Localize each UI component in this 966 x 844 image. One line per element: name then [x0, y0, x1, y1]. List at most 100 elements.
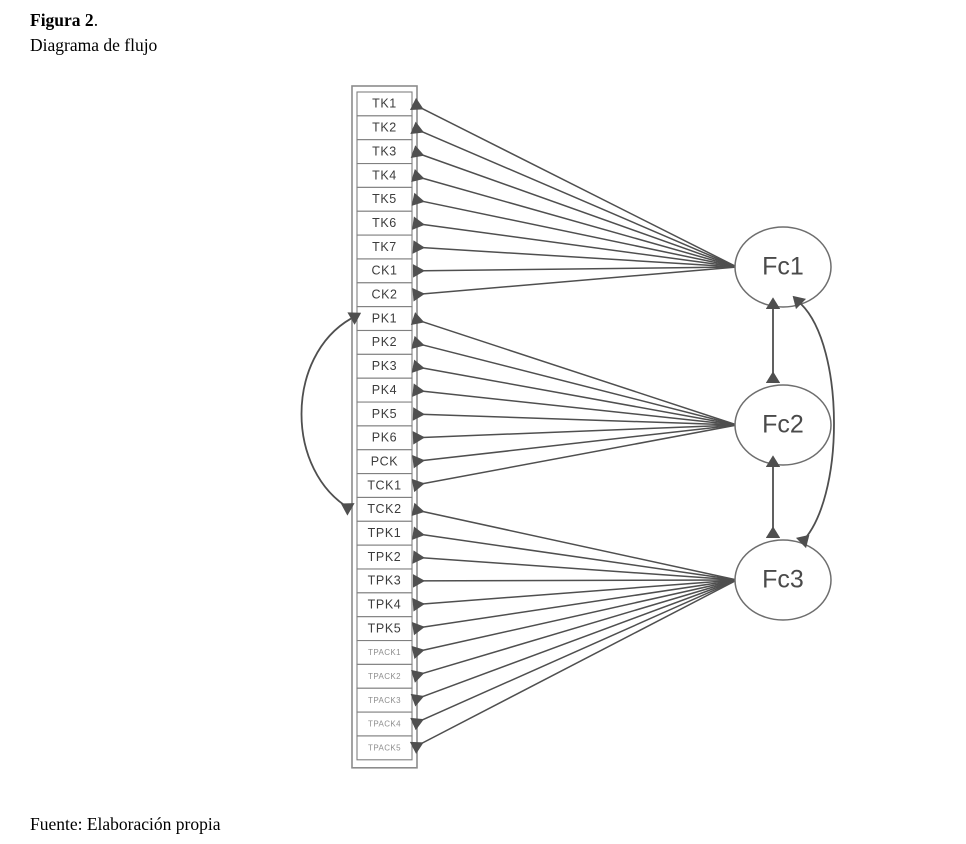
loading-arrow	[411, 335, 738, 426]
figure-caption-line: Figura 2.	[30, 8, 630, 33]
indicator-box[interactable]: TK5	[356, 186, 413, 212]
indicator-label: TK4	[372, 168, 397, 182]
indicator-box[interactable]: PK4	[356, 377, 413, 403]
indicator-label: TK3	[372, 144, 397, 158]
indicator-box[interactable]: CK2	[356, 282, 413, 308]
indicator-label: TPACK5	[368, 743, 401, 752]
loading-arrow	[411, 579, 738, 636]
loading-arrow	[411, 359, 738, 426]
figure-number-suffix: .	[93, 10, 99, 30]
indicator-label: TPACK1	[368, 648, 401, 657]
indicator-box[interactable]: TK1	[356, 91, 413, 117]
indicator-label: TPK5	[368, 621, 402, 635]
factor-node[interactable]: Fc3	[734, 539, 832, 621]
indicator-box[interactable]: CK1	[356, 258, 413, 284]
loading-arrow	[409, 97, 738, 268]
indicator-box[interactable]: TPACK1	[356, 639, 413, 665]
indicator-box[interactable]: PK1	[356, 306, 413, 332]
covariance-arrows	[300, 295, 835, 549]
indicator-box[interactable]: TPK5	[356, 616, 413, 642]
loading-arrow	[411, 579, 738, 660]
indicator-label: CK1	[371, 264, 397, 278]
indicator-label: TPK3	[368, 574, 402, 588]
indicator-box[interactable]: TCK2	[356, 496, 413, 522]
loading-arrow	[412, 407, 738, 426]
indicator-box[interactable]: PK5	[356, 401, 413, 427]
source-note: Fuente: Elaboración propia	[30, 814, 221, 834]
loading-arrow	[412, 216, 738, 268]
indicator-box[interactable]: TPK1	[356, 520, 413, 546]
factor-circle	[734, 539, 832, 621]
indicator-box[interactable]: TPACK3	[356, 687, 413, 713]
indicator-box[interactable]: PK3	[356, 353, 413, 379]
indicator-box[interactable]: TPK2	[356, 544, 413, 570]
loading-arrow	[412, 240, 738, 268]
indicator-label: TK5	[372, 192, 397, 206]
loading-arrow	[410, 579, 738, 731]
indicator-box[interactable]: TPK4	[356, 592, 413, 618]
factor-label: Fc1	[762, 253, 804, 281]
indicator-label: PK6	[372, 431, 397, 445]
loading-arrow	[411, 168, 738, 268]
indicator-box[interactable]: TK4	[356, 163, 413, 188]
factor-circle	[734, 226, 832, 308]
indicator-box-column: TK1TK2TK3TK4TK5TK6TK7CK1CK2PK1PK2PK3PK4P…	[351, 85, 418, 769]
indicator-label: PK4	[372, 383, 397, 397]
loading-arrow	[411, 579, 738, 683]
indicator-label: PK3	[372, 359, 397, 373]
indicator-box[interactable]: PK6	[356, 425, 413, 451]
factor-loading-arrows	[409, 97, 738, 754]
figure-title: Diagrama de flujo	[30, 35, 158, 55]
indicator-label: TCK1	[367, 478, 401, 492]
loading-arrow	[412, 526, 738, 581]
indicator-label: TPK4	[368, 598, 402, 612]
indicator-label: CK2	[371, 288, 397, 302]
loading-arrow	[411, 424, 738, 493]
indicator-label: TK2	[372, 121, 397, 135]
loading-arrow	[411, 502, 738, 581]
loading-arrow	[412, 550, 738, 581]
indicator-box[interactable]: TK6	[356, 210, 413, 236]
loading-arrow	[412, 424, 738, 469]
indicator-box[interactable]: TPACK2	[356, 663, 413, 689]
factor-node[interactable]: Fc1	[734, 226, 832, 308]
indicator-box[interactable]: TCK1	[356, 473, 413, 499]
loading-arrow	[412, 264, 738, 278]
factor-label: Fc3	[762, 566, 804, 594]
loading-arrow	[410, 121, 738, 268]
indicator-label: PK2	[372, 335, 397, 349]
loading-arrow	[409, 579, 738, 754]
indicator-box[interactable]: TK2	[356, 115, 413, 141]
indicator-label: PK5	[372, 407, 397, 421]
indicator-box[interactable]: TPK3	[356, 568, 413, 594]
factor-label: Fc2	[762, 411, 804, 439]
loading-arrow	[412, 579, 738, 612]
indicator-box[interactable]: PCK	[356, 449, 413, 475]
indicator-label: TK7	[372, 240, 397, 254]
indicator-box[interactable]: TPACK5	[356, 735, 413, 761]
loading-arrow	[412, 424, 738, 445]
indicator-label: TPK2	[368, 550, 402, 564]
indicator-label: TK1	[372, 97, 397, 111]
figure-caption: Figura 2. Diagrama de flujo	[30, 8, 630, 58]
loading-arrow	[410, 145, 738, 268]
loading-arrow	[410, 312, 738, 426]
loading-arrow	[412, 383, 738, 426]
indicator-label: TPACK3	[368, 696, 401, 705]
indicator-box[interactable]: TK3	[356, 139, 413, 165]
covariance-pk1-tck2	[300, 312, 362, 516]
indicator-box[interactable]: TPACK4	[356, 711, 413, 737]
loading-arrow	[410, 579, 738, 707]
loading-arrow	[412, 574, 738, 588]
indicator-box[interactable]: PK2	[356, 329, 413, 355]
indicator-label: PCK	[371, 454, 399, 468]
loading-arrow	[411, 192, 738, 268]
factor-node[interactable]: Fc2	[734, 384, 832, 466]
indicator-label: TPACK4	[368, 720, 401, 729]
indicator-label: TPACK2	[368, 672, 401, 681]
covariance-fc1-fc3	[792, 295, 835, 549]
indicator-box[interactable]: TK7	[356, 234, 413, 260]
